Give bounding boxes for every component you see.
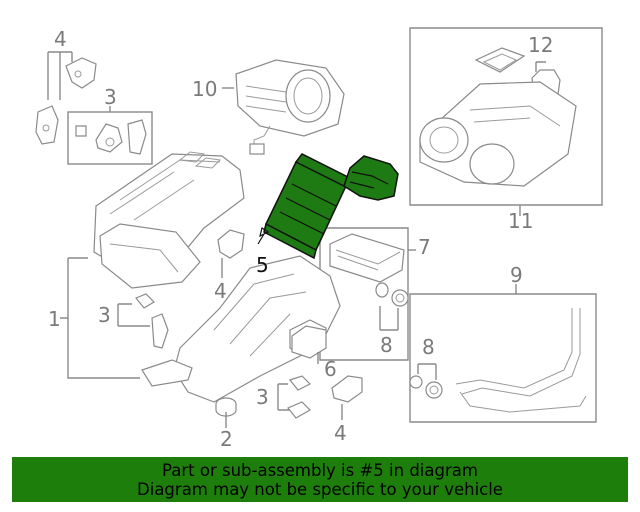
callout-3-mid: 3 xyxy=(98,303,111,327)
callout-1: 1 xyxy=(48,307,61,331)
callout-12: 12 xyxy=(528,33,553,57)
part-4-top-group xyxy=(35,51,97,145)
part-10-blower xyxy=(222,59,345,155)
callout-5: 5 xyxy=(256,253,269,277)
callout-8-box7: 8 xyxy=(380,333,393,357)
part-info-banner: Part or sub-assembly is #5 in diagram Di… xyxy=(12,457,628,502)
banner-line-1: Part or sub-assembly is #5 in diagram xyxy=(162,460,478,480)
callout-11: 11 xyxy=(508,209,533,233)
parts-diagram: 4 3 10 12 11 7 5 9 4 1 3 8 8 6 3 4 2 xyxy=(35,27,603,451)
callout-9: 9 xyxy=(510,263,523,287)
part-1-leader xyxy=(60,257,140,379)
part-4-mid xyxy=(217,229,245,278)
part-11-box xyxy=(409,27,603,216)
callout-8-box9: 8 xyxy=(422,335,435,359)
callout-7: 7 xyxy=(418,235,431,259)
callout-2: 2 xyxy=(220,427,233,451)
part-5-heater-core xyxy=(257,153,399,260)
part-7-box xyxy=(319,227,416,361)
callout-3-lower: 3 xyxy=(256,385,269,409)
callout-6: 6 xyxy=(324,357,337,381)
part-3-lower xyxy=(277,375,312,419)
part-6 xyxy=(291,325,327,364)
part-3-top-group xyxy=(67,106,153,165)
callout-3-top: 3 xyxy=(104,85,117,109)
part-9-box xyxy=(409,284,597,423)
banner-line-2: Diagram may not be specific to your vehi… xyxy=(137,479,503,499)
callout-4-lower: 4 xyxy=(334,421,347,445)
callout-4-top: 4 xyxy=(54,27,67,51)
callout-10: 10 xyxy=(192,77,217,101)
part-2 xyxy=(215,397,237,428)
part-3-mid xyxy=(117,293,169,349)
callout-4-mid: 4 xyxy=(214,279,227,303)
hvac-main-case xyxy=(93,151,245,289)
part-4-lower xyxy=(331,375,363,420)
